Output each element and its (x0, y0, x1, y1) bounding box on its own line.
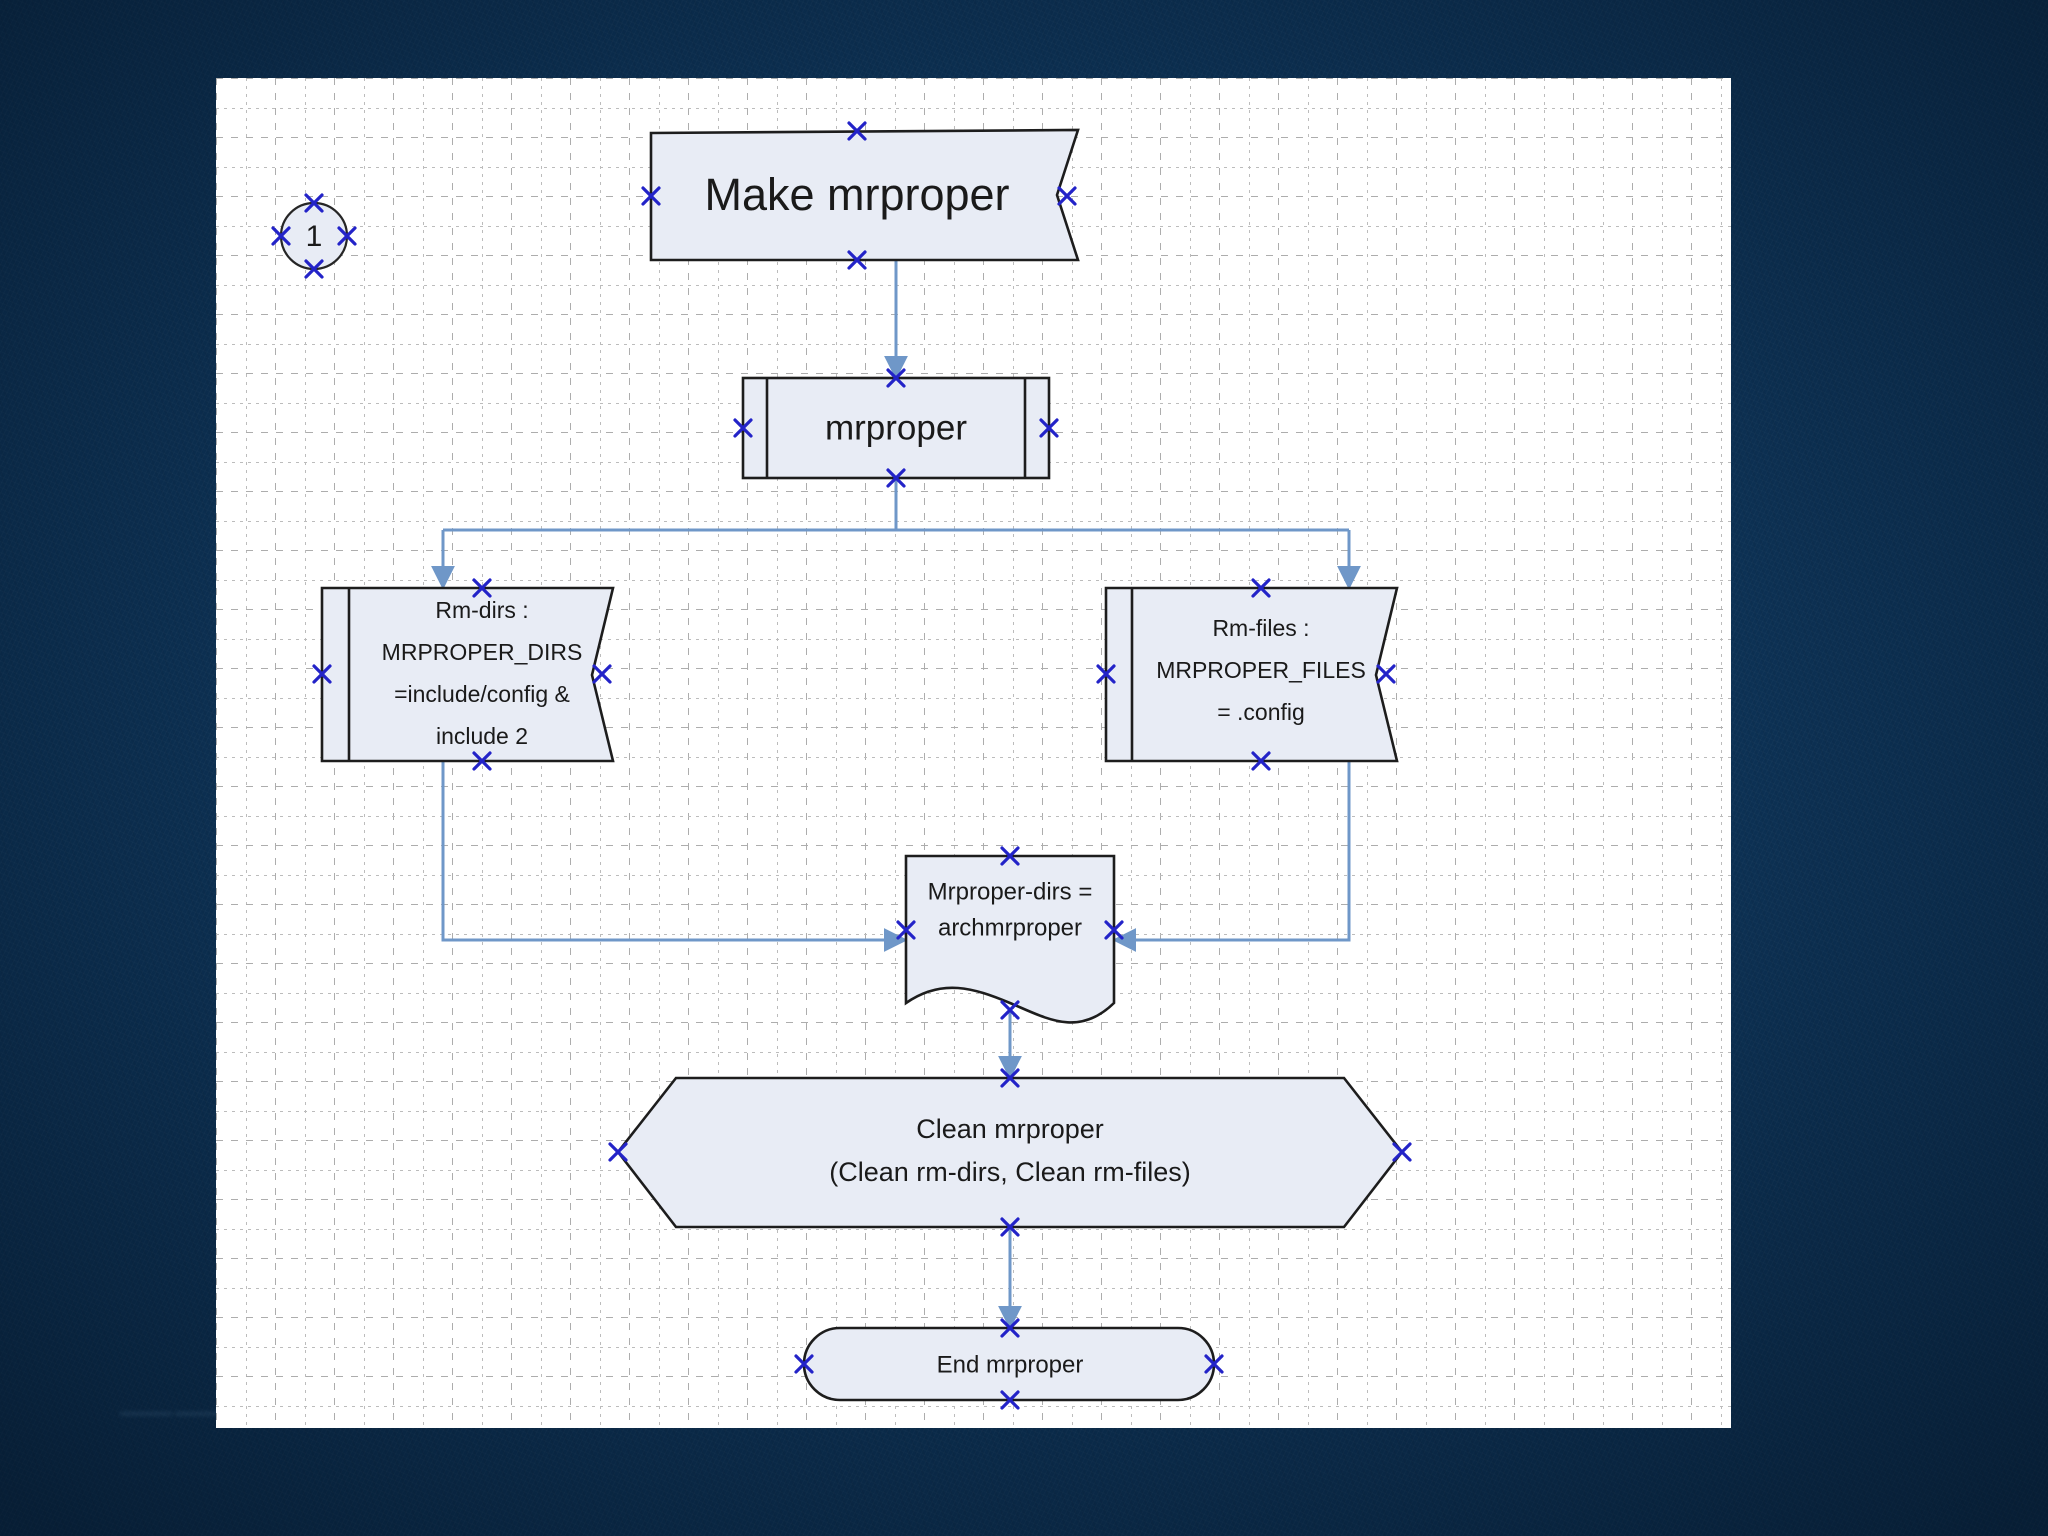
make-mrproper-label: Make mrproper (704, 169, 1009, 220)
rm-dirs-line-3: =include/config & (394, 681, 570, 707)
mrproper-dirs-line-2: archmrproper (938, 914, 1082, 941)
selection-handle[interactable] (337, 226, 357, 246)
selection-handle[interactable] (1039, 418, 1059, 438)
selection-handle[interactable] (472, 751, 492, 771)
rm-dirs-line-2: MRPROPER_DIRS (382, 639, 583, 665)
selection-handle[interactable] (304, 193, 324, 213)
flowchart-svg: Make mrproper 1 mrproper (271, 121, 1412, 1410)
selection-handle[interactable] (1376, 664, 1396, 684)
selection-handle[interactable] (794, 1354, 814, 1374)
mrproper-dirs-line-1: Mrproper-dirs = (928, 878, 1093, 905)
selection-handle[interactable] (592, 664, 612, 684)
edge-rmfiles-to-document (1112, 761, 1351, 952)
clean-mrproper-line-2: (Clean rm-dirs, Clean rm-files) (829, 1157, 1191, 1187)
selection-handle[interactable] (472, 578, 492, 598)
rm-files-line-2: MRPROPER_FILES (1156, 657, 1366, 683)
selection-handles (271, 121, 1412, 1410)
rm-files-shape[interactable] (1104, 586, 1399, 763)
selection-handle[interactable] (1000, 1318, 1020, 1338)
selection-handle[interactable] (304, 259, 324, 279)
node-mrproper[interactable]: mrproper (741, 376, 1051, 480)
selection-handle[interactable] (847, 250, 867, 270)
node-mrproper-dirs[interactable]: Mrproper-dirs = archmrproper (904, 854, 1116, 1024)
mrproper-dirs-shape[interactable] (904, 854, 1116, 1024)
selection-handle[interactable] (733, 418, 753, 438)
make-mrproper-shape[interactable] (649, 128, 1080, 262)
node-clean-mrproper[interactable]: Clean mrproper (Clean rm-dirs, Clean rm-… (616, 1076, 1404, 1229)
connector-edges (431, 260, 1361, 1330)
node-end-mrproper[interactable]: End mrproper (802, 1326, 1216, 1402)
selection-handle[interactable] (1204, 1354, 1224, 1374)
shapes-layer: Make mrproper 1 mrproper (216, 78, 1731, 1428)
rm-dirs-line-4: include 2 (436, 723, 528, 749)
selection-handle[interactable] (1000, 1390, 1020, 1410)
selection-handle[interactable] (1251, 578, 1271, 598)
selection-handle[interactable] (312, 664, 332, 684)
selection-handle[interactable] (641, 186, 661, 206)
node-rm-dirs[interactable]: Rm-dirs : MRPROPER_DIRS =include/config … (320, 586, 615, 763)
mrproper-label: mrproper (825, 408, 967, 447)
selection-handle[interactable] (1251, 751, 1271, 771)
node-connector-1[interactable]: 1 (279, 201, 349, 271)
clean-mrproper-line-1: Clean mrproper (916, 1114, 1104, 1144)
node-make-mrproper[interactable]: Make mrproper (649, 128, 1080, 262)
selection-handle[interactable] (1000, 1068, 1020, 1088)
selection-handle[interactable] (271, 226, 291, 246)
rm-files-line-3: = .config (1217, 699, 1305, 725)
node-rm-files[interactable]: Rm-files : MRPROPER_FILES = .config (1104, 586, 1399, 763)
selection-handle[interactable] (1057, 186, 1077, 206)
rm-dirs-line-1: Rm-dirs : (435, 597, 528, 623)
selection-handle[interactable] (886, 468, 906, 488)
selection-handle[interactable] (886, 368, 906, 388)
clean-mrproper-shape[interactable] (616, 1076, 1404, 1229)
rm-files-line-1: Rm-files : (1212, 615, 1309, 641)
selection-handle[interactable] (1000, 1000, 1020, 1020)
rm-dirs-shape[interactable] (320, 586, 615, 763)
selection-handle[interactable] (1000, 1217, 1020, 1237)
selection-handle[interactable] (896, 920, 916, 940)
edge-rmdirs-to-document (441, 761, 908, 952)
selection-handle[interactable] (847, 121, 867, 141)
selection-handle[interactable] (1392, 1142, 1412, 1162)
end-mrproper-label: End mrproper (937, 1351, 1084, 1378)
selection-handle[interactable] (1104, 920, 1124, 940)
selection-handle[interactable] (1096, 664, 1116, 684)
drawing-canvas[interactable]: Make mrproper 1 mrproper (216, 78, 1731, 1428)
selection-handle[interactable] (1000, 846, 1020, 866)
selection-handle[interactable] (608, 1142, 628, 1162)
connector-circle-label: 1 (306, 220, 323, 253)
